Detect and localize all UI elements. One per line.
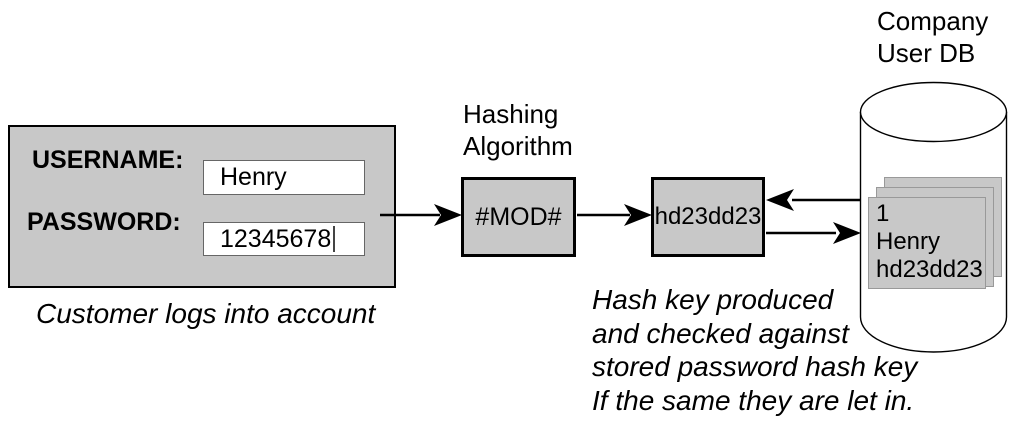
hashing-label-line2: Algorithm <box>463 130 573 161</box>
note-line3: stored password hash key <box>592 351 918 382</box>
database-cylinder-top <box>859 81 1008 143</box>
record-id: 1 <box>876 200 890 227</box>
record-hash: hd23dd23 <box>876 256 983 283</box>
password-label: PASSWORD: <box>27 208 181 236</box>
hash-result-box: hd23dd23 <box>651 177 765 257</box>
username-input[interactable]: Henry <box>203 160 365 195</box>
hashing-algorithm-label: Hashing Algorithm <box>463 99 573 162</box>
hash-check-note: Hash key produced and checked against st… <box>592 283 917 417</box>
login-caption: Customer logs into account <box>36 298 376 329</box>
record-card-front: 1 Henry hd23dd23 <box>868 197 986 289</box>
hash-result-text: hd23dd23 <box>654 203 762 230</box>
login-panel: USERNAME: Henry PASSWORD: 12345678 <box>8 125 396 288</box>
hashing-algorithm-box: #MOD# <box>461 177 576 257</box>
arrow-db-to-hash <box>766 189 861 211</box>
arrow-hashing-to-hash <box>577 204 652 226</box>
database-label-line2: User DB <box>877 38 976 68</box>
database-label-line1: Company <box>877 6 989 36</box>
username-label: USERNAME: <box>32 146 184 174</box>
note-line4: If the same they are let in. <box>592 384 915 416</box>
note-line2: and checked against <box>592 317 849 349</box>
hashing-box-text: #MOD# <box>475 202 562 231</box>
record-card-text: 1 Henry hd23dd23 <box>869 198 985 284</box>
password-input[interactable]: 12345678 <box>203 222 365 256</box>
password-value: 12345678 <box>220 224 332 253</box>
hashing-label-line1: Hashing <box>463 99 559 129</box>
record-username: Henry <box>876 228 941 255</box>
arrow-hash-to-db <box>766 222 861 244</box>
text-caret <box>333 226 336 252</box>
note-line1: Hash key produced <box>592 284 834 315</box>
database-label: Company User DB <box>877 5 988 69</box>
username-value: Henry <box>220 163 287 191</box>
